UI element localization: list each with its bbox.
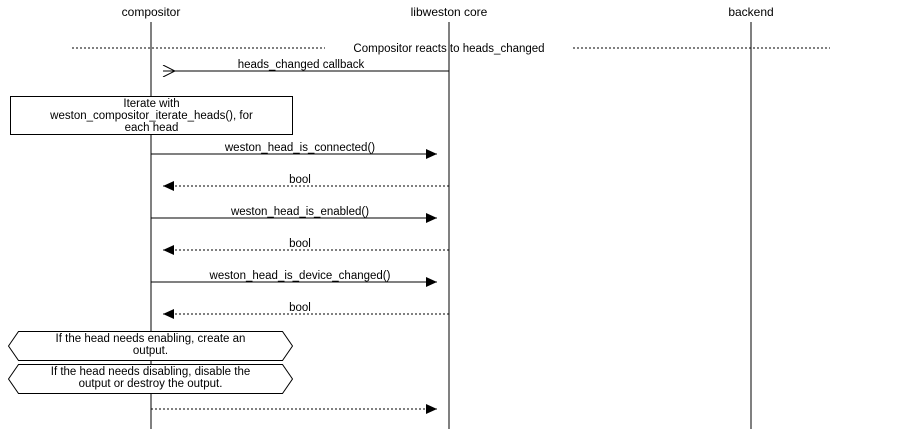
message-head-is-connected: weston_head_is_connected() bbox=[151, 142, 437, 159]
lifeline-lines bbox=[150, 22, 752, 429]
lifeline-label-libweston-core: libweston core bbox=[411, 5, 488, 19]
message-heads-changed-callback: heads_changed callback bbox=[163, 59, 449, 71]
separator-label: Compositor reacts to heads_changed bbox=[353, 43, 544, 55]
message-label-bool-device-changed: bool bbox=[289, 302, 311, 314]
note-iterate-heads-box bbox=[10, 96, 293, 135]
message-bool-connected: bool bbox=[163, 174, 449, 191]
note-disable-head: If the head needs disabling, disable the… bbox=[7, 364, 294, 394]
separator-heads-changed: Compositor reacts to heads_changed bbox=[72, 43, 830, 55]
note-enable-head-shape bbox=[7, 331, 294, 361]
message-label-heads-changed-callback: heads_changed callback bbox=[238, 59, 365, 71]
message-label-bool-connected: bool bbox=[289, 174, 311, 186]
note-disable-head-line-2: output or destroy the output. bbox=[79, 378, 223, 390]
message-bool-device-changed: bool bbox=[163, 302, 449, 319]
lifeline-label-backend: backend bbox=[728, 5, 773, 19]
note-enable-head-line-2: output. bbox=[133, 345, 168, 357]
message-bool-enabled: bool bbox=[163, 238, 449, 255]
note-disable-head-shape bbox=[7, 364, 294, 394]
lifeline-label-compositor: compositor bbox=[122, 5, 181, 19]
message-head-is-device-changed: weston_head_is_device_changed() bbox=[151, 270, 437, 287]
note-iterate-heads-line-1: Iterate with bbox=[123, 98, 179, 110]
note-enable-head: If the head needs enabling, create an ou… bbox=[7, 331, 294, 361]
message-label-head-is-device-changed: weston_head_is_device_changed() bbox=[209, 270, 391, 282]
lifeline-headers: compositor libweston core backend bbox=[122, 5, 774, 19]
note-disable-head-line-1: If the head needs disabling, disable the bbox=[51, 366, 250, 378]
note-enable-head-line-1: If the head needs enabling, create an bbox=[56, 333, 246, 345]
note-iterate-heads-line-2: weston_compositor_iterate_heads(), for bbox=[49, 110, 253, 122]
message-head-is-enabled: weston_head_is_enabled() bbox=[151, 206, 437, 223]
note-iterate-heads-line-3: each head bbox=[125, 122, 179, 134]
message-label-head-is-enabled: weston_head_is_enabled() bbox=[230, 206, 369, 218]
message-label-bool-enabled: bool bbox=[289, 238, 311, 250]
message-label-head-is-connected: weston_head_is_connected() bbox=[224, 142, 375, 154]
note-iterate-heads: Iterate with weston_compositor_iterate_h… bbox=[10, 96, 293, 135]
